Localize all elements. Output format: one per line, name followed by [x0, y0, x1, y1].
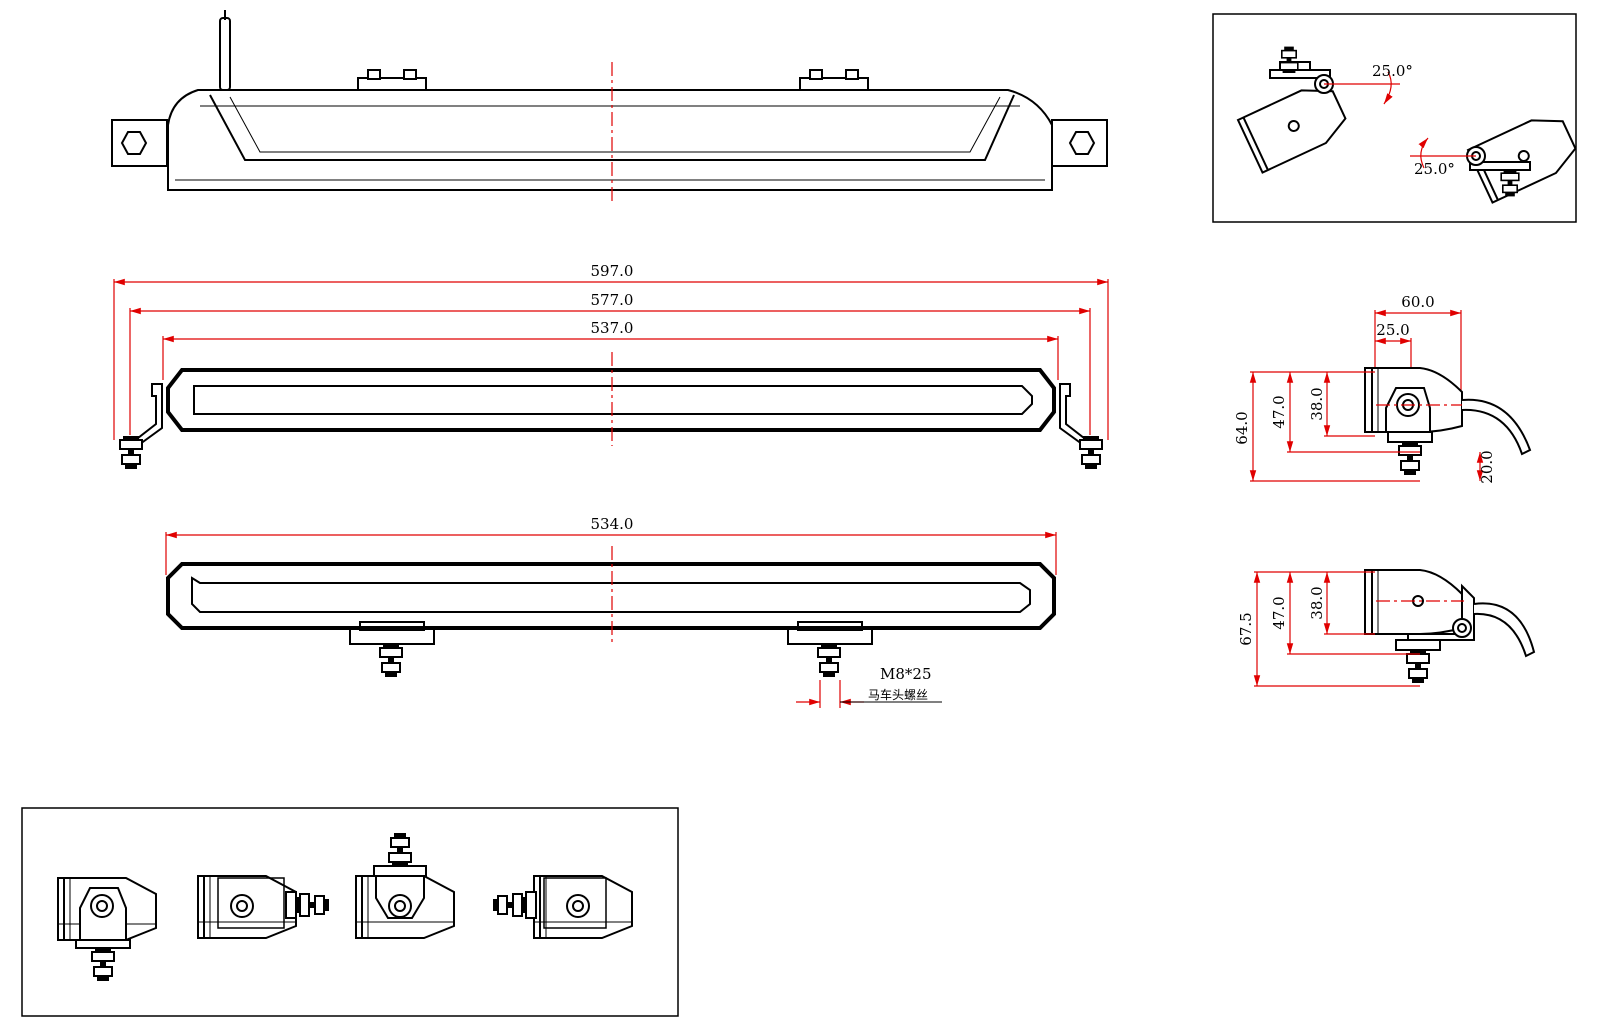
mount-option-bottom — [57, 877, 157, 982]
dim-alt-height-lens: 38.0 — [1308, 586, 1326, 619]
dim-bracket-span: 537.0 — [591, 319, 634, 337]
mount-option-side-left — [492, 875, 633, 939]
dim-side-height-body: 47.0 — [1270, 395, 1288, 428]
side-view-2: 67.5 47.0 38.0 — [1237, 569, 1536, 687]
front-view: 597.0 577.0 537.0 — [113, 262, 1109, 470]
mounting-options — [21, 807, 679, 1017]
bolt-spec: M8*25 — [880, 665, 932, 683]
dim-overall-length: 597.0 — [591, 262, 634, 280]
dim-lens-length: 534.0 — [591, 515, 634, 533]
dim-alt-height-body: 47.0 — [1270, 596, 1288, 629]
lens-view: 534.0 M8*25 马车头螺丝 — [165, 515, 1057, 708]
dim-side-offset: 25.0 — [1376, 321, 1409, 339]
tilt-down-angle: 25.0° — [1414, 160, 1455, 178]
top-view — [111, 10, 1108, 205]
mount-option-top — [355, 832, 455, 939]
bolt-name: 马车头螺丝 — [868, 687, 928, 702]
dim-mount-spacing: 577.0 — [591, 291, 634, 309]
tilt-detail: 25.0° 25.0° — [1212, 13, 1577, 223]
dim-side-height-total: 64.0 — [1233, 411, 1251, 444]
tilt-up-angle: 25.0° — [1372, 62, 1413, 80]
mount-option-side-right — [197, 875, 330, 939]
dim-side-height-lens: 38.0 — [1308, 387, 1326, 420]
dim-side-depth: 60.0 — [1401, 293, 1434, 311]
dim-alt-height-total: 67.5 — [1237, 612, 1255, 645]
side-view-1: 60.0 25.0 64.0 47.0 38.0 20.0 — [1233, 293, 1532, 484]
dim-side-bolt: 20.0 — [1478, 450, 1496, 483]
